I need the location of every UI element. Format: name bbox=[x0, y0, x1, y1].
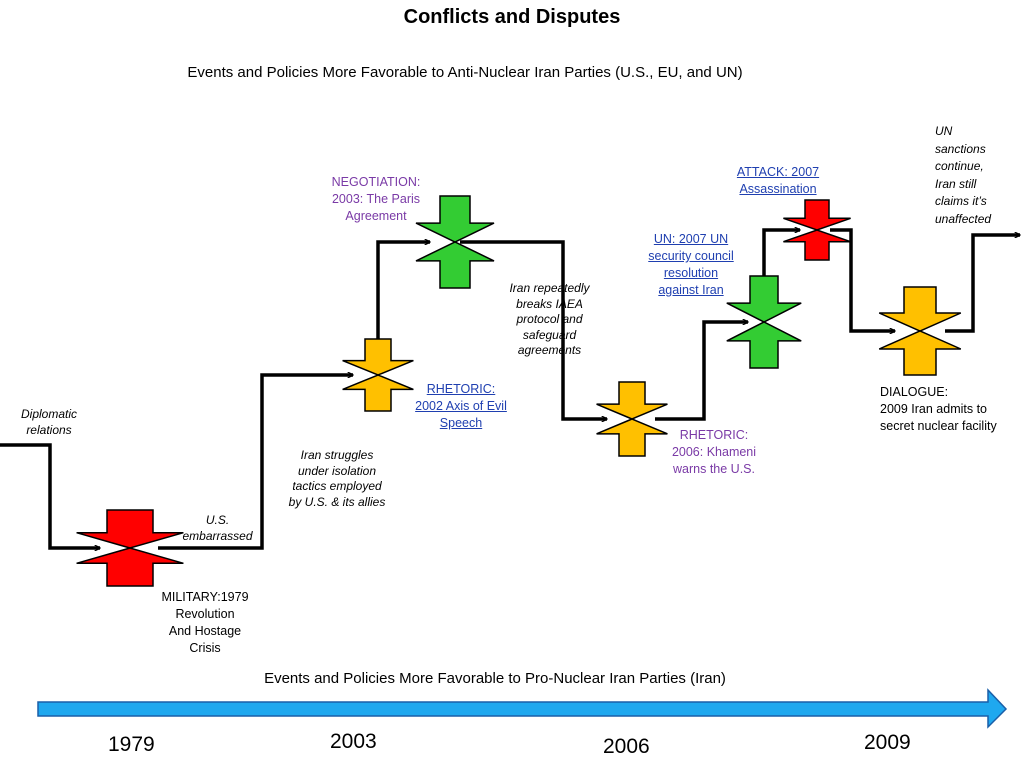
marker-down-arrow bbox=[76, 509, 184, 549]
escalation-path bbox=[0, 230, 1020, 548]
conflict-marker-attack-2007 bbox=[783, 199, 851, 261]
event-label-rhetoric-2002[interactable]: RHETORIC:2002 Axis of Evil Speech bbox=[415, 382, 507, 430]
path-negotiation-to-rhetoric-2006 bbox=[460, 240, 607, 419]
path-diplomatic-to-military bbox=[0, 443, 100, 548]
conflict-marker-negotiation bbox=[415, 195, 495, 289]
timeline-arrow bbox=[37, 688, 1008, 729]
marker-down-arrow bbox=[783, 199, 851, 231]
marker-down-arrow bbox=[878, 286, 962, 332]
annotation-us-embarrassed: U.S.embarrassed bbox=[182, 513, 253, 543]
conflict-marker-military bbox=[76, 509, 184, 587]
marker-up-arrow bbox=[726, 321, 802, 369]
year-1979: 1979 bbox=[108, 733, 155, 756]
path-un-2007-to-attack-2007 bbox=[762, 230, 800, 279]
conflict-marker-rhetoric-2006 bbox=[596, 381, 668, 457]
marker-up-arrow bbox=[878, 330, 962, 376]
conflict-marker-dialogue bbox=[878, 286, 962, 376]
path-attack-2007-to-dialogue bbox=[830, 228, 895, 331]
event-label-rhetoric-2006: RHETORIC:2006: Khameni warns the U.S. bbox=[671, 428, 757, 476]
marker-up-arrow bbox=[76, 547, 184, 587]
year-2006: 2006 bbox=[603, 735, 650, 758]
event-label-negotiation: NEGOTIATION:2003: The Paris Agreement bbox=[331, 175, 421, 223]
marker-up-arrow bbox=[596, 418, 668, 457]
marker-up-arrow bbox=[783, 229, 851, 261]
marker-down-arrow bbox=[342, 338, 414, 376]
conflict-marker-un-2007 bbox=[726, 275, 802, 369]
path-dialogue-to-sanctions bbox=[945, 235, 1020, 333]
marker-down-arrow bbox=[415, 195, 495, 243]
marker-down-arrow bbox=[726, 275, 802, 323]
year-2003: 2003 bbox=[330, 730, 377, 753]
timeline-bar bbox=[37, 688, 1008, 729]
page-title: Conflicts and Disputes bbox=[403, 6, 621, 28]
conflict-marker-rhetoric-2002 bbox=[342, 338, 414, 412]
path-rhetoric-2002-to-negotiation bbox=[376, 242, 430, 342]
path-rhetoric-2006-to-un-2007 bbox=[655, 322, 748, 421]
marker-up-arrow bbox=[342, 374, 414, 412]
marker-up-arrow bbox=[415, 241, 495, 289]
year-2009: 2009 bbox=[864, 731, 911, 754]
path-military-to-rhetoric-2002 bbox=[158, 375, 353, 550]
marker-down-arrow bbox=[596, 381, 668, 420]
event-label-dialogue: DIALOGUE:2009 Iran admits to secret nucl… bbox=[880, 385, 997, 433]
top-caption: Events and Policies More Favorable to An… bbox=[187, 64, 743, 81]
bottom-caption: Events and Policies More Favorable to Pr… bbox=[264, 670, 726, 687]
